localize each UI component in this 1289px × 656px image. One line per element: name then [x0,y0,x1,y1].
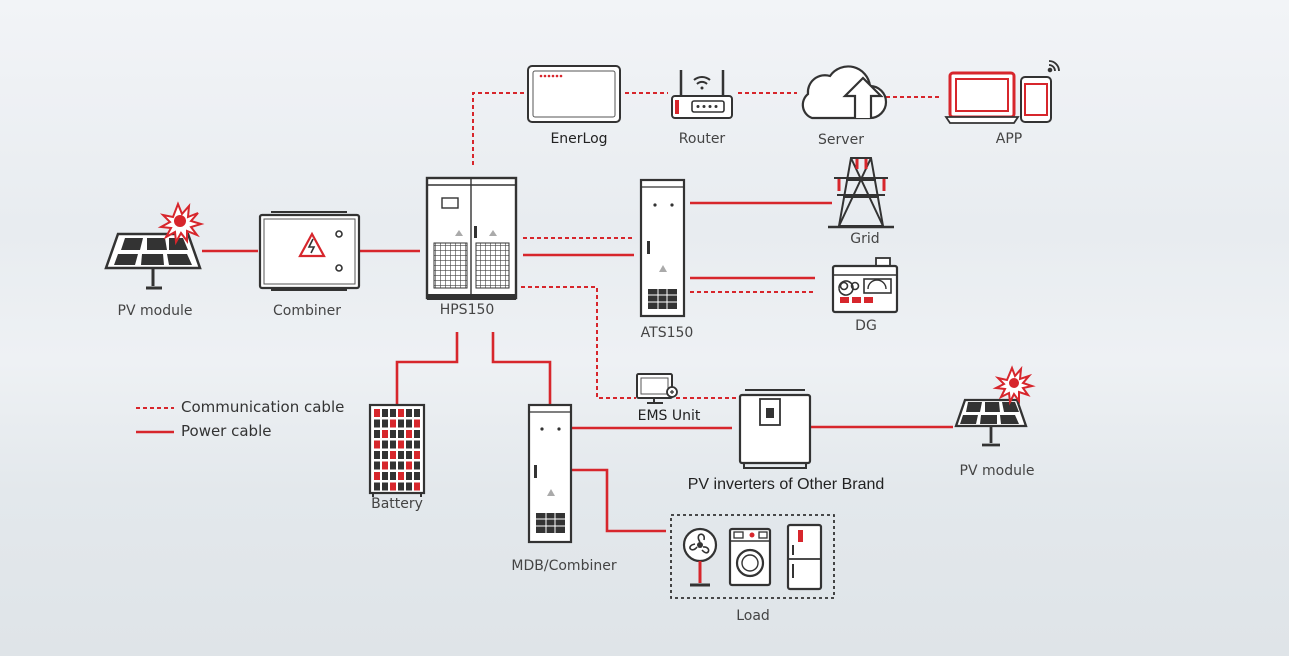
battery-cell [374,409,380,417]
mdb-cabinet-icon [527,403,573,544]
label-server: Server [818,132,864,148]
battery-cell [414,409,420,417]
battery-cell [382,440,388,449]
label-load: Load [736,608,770,624]
label-combiner: Combiner [273,303,341,319]
solar-panel-icon [954,398,1028,447]
refrigerator-icon [786,523,823,591]
battery-cell [382,482,388,491]
battery-cell [382,430,388,438]
wifi-icon [1047,60,1060,73]
battery-cell [374,430,380,438]
battery-cell [374,472,380,480]
label-dg: DG [855,318,877,334]
legend-comm-label: Communication cable [181,398,345,416]
battery-cell [390,461,396,470]
legend [136,407,174,434]
label-pv-module-right: PV module [959,463,1035,479]
label-router: Router [678,131,726,147]
battery-cell [398,482,404,491]
battery-cell [406,419,412,428]
label-pv-module-left: PV module [117,303,193,319]
laptop-icon [944,71,1020,124]
battery-cell [406,482,412,491]
battery-cell [406,451,412,459]
comm-cable-hps-ems [521,286,636,399]
battery-cell [374,482,380,491]
battery-cell [406,430,412,438]
battery-cell [414,440,420,449]
power-cable-hps-mdb [491,332,552,405]
inverter-icon [738,389,812,469]
comm-cable-hps-enerlog [472,92,527,165]
battery-cell [414,482,420,491]
battery-cell [382,451,388,459]
label-app: APP [995,131,1023,147]
battery-cell [406,472,412,480]
cloud-upload-icon [801,65,888,120]
battery-cell [414,419,420,428]
label-ems-unit: EMS Unit [637,408,701,424]
load-group [670,514,835,599]
hps-cabinet-icon [425,176,518,300]
fan-icon [682,527,718,587]
battery-cell [374,451,380,459]
label-grid: Grid [850,231,880,247]
sun-icon [157,201,205,246]
battery-cell [398,440,404,449]
battery-cell [382,409,388,417]
battery-cell [398,409,404,417]
battery-cell [390,472,396,480]
label-ats150: ATS150 [640,325,694,341]
battery-cell [390,430,396,438]
label-mdb-combiner: MDB/Combiner [511,558,617,574]
diesel-generator-icon [831,257,899,314]
battery-cell [414,451,420,459]
phone-icon [1020,76,1052,123]
battery-cell [398,419,404,428]
battery-cell [414,430,420,438]
battery-cell [382,419,388,428]
power-cable-mdb-load [570,468,666,533]
battery-cell [406,409,412,417]
battery-cell [382,461,388,470]
label-enerlog: EnerLog [550,131,608,147]
ems-computer-icon [636,373,678,404]
battery-cell [398,461,404,470]
comm-cables [472,92,940,399]
battery-cell [390,482,396,491]
cables [202,201,953,533]
battery-cell [390,419,396,428]
battery-cell [382,472,388,480]
battery-cell [406,461,412,470]
sun-icon [992,365,1036,406]
ats-cabinet-icon [639,178,686,318]
battery-cell [398,451,404,459]
label-pv-inverters-other: PV inverters of Other Brand [687,476,885,493]
legend-power-label: Power cable [181,422,272,440]
battery-cell [406,440,412,449]
enerlog-device-icon [527,65,621,123]
battery-cell [374,419,380,428]
transmission-tower-icon [828,157,894,229]
combiner-box-icon [258,211,361,291]
router-icon [671,70,733,119]
battery-cell [390,451,396,459]
battery-cell [374,440,380,449]
battery-cell [414,461,420,470]
label-hps150: HPS150 [439,302,495,318]
battery-cell [390,409,396,417]
washing-machine-icon [728,527,772,587]
battery-cell [390,440,396,449]
battery-rack-icon [368,403,426,497]
power-cable-hps-battery [395,332,459,405]
battery-cell [398,430,404,438]
label-battery: Battery [371,496,423,512]
battery-cell [398,472,404,480]
solar-panel-icon [104,232,202,290]
battery-cell [374,461,380,470]
battery-cell [414,472,420,480]
